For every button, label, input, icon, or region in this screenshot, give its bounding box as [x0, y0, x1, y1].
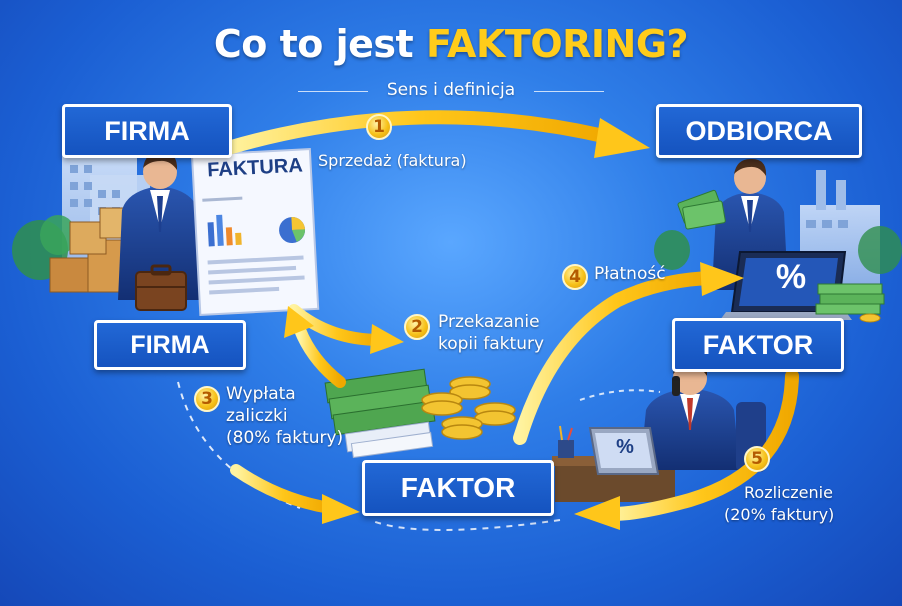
briefcase-icon [135, 264, 187, 311]
invoice-document [190, 147, 320, 317]
pencil-cup [558, 425, 574, 458]
title-highlight: FAKTORING? [425, 22, 689, 66]
page-subtitle: Sens i definicja [386, 80, 516, 100]
boxes-icon [49, 207, 131, 293]
step-3-label-line3: (80% faktury) [226, 428, 344, 448]
phone-icon [672, 376, 680, 396]
money-stack-icon [677, 189, 726, 230]
step-5-badge: 5 [744, 446, 770, 472]
step-1-label: Sprzedaż (faktura) [318, 151, 467, 170]
money-stack-icon [815, 283, 885, 323]
desk-laptop-percent-symbol: % [616, 436, 634, 458]
arrow-3a-advance-up [284, 306, 346, 388]
step-5-label-line2: (20% faktury) [724, 505, 835, 524]
coins-icon [421, 376, 516, 440]
money-stack-icon [324, 368, 436, 459]
step-4-badge: 4 [562, 264, 588, 290]
entity-firma-bottom: FIRMA [94, 320, 246, 370]
arrow-3b-advance-dashed [177, 381, 360, 524]
step-2-label-line1: Przekazanie [438, 312, 540, 332]
arrow-5-settlement [369, 369, 799, 531]
laptop-icon [588, 427, 660, 475]
step-3-badge: 3 [194, 386, 220, 412]
arrow-2-invoice-copy [288, 304, 404, 354]
step-2-badge: 2 [404, 314, 430, 340]
step-2-label-line2: kopii faktury [438, 334, 545, 354]
arrow-4-payment [513, 262, 744, 445]
subtitle-divider-right [534, 91, 604, 92]
step-5-label-line1: Rozliczenie [744, 483, 833, 502]
page-title: Co to jest FAKTORING? [0, 22, 902, 66]
subtitle-divider-left [298, 91, 368, 92]
laptop-percent-symbol: % [775, 258, 807, 296]
entity-odbiorca: ODBIORCA [656, 104, 862, 158]
title-prefix: Co to jest [213, 22, 426, 66]
step-4-label: Płatność [594, 264, 666, 284]
entity-firma-top: FIRMA [62, 104, 232, 158]
step-3-label-line2: zaliczki [226, 406, 288, 426]
step-1-badge: 1 [366, 114, 392, 140]
laptop-icon [720, 251, 852, 320]
entity-faktor-center: FAKTOR [362, 460, 554, 516]
entity-faktor-right: FAKTOR [672, 318, 844, 372]
arrow-1-sale [221, 110, 650, 158]
step-3-label-line1: Wypłata [226, 384, 296, 404]
